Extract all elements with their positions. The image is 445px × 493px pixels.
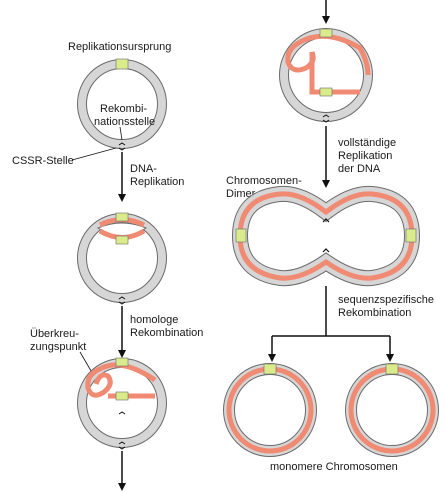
new-strand-loop bbox=[85, 365, 113, 398]
label-replication-origin: Replikationsursprung bbox=[68, 41, 171, 53]
recombination-site-marker-upper bbox=[322, 218, 330, 223]
origin-band-copy bbox=[115, 235, 129, 245]
recombination-site-marker bbox=[118, 142, 126, 151]
origin-band bbox=[385, 363, 399, 375]
initial-chromosome bbox=[77, 58, 167, 151]
dimer-new-strand bbox=[237, 191, 415, 281]
origin-band-left bbox=[235, 228, 247, 243]
origin-band-copy bbox=[115, 391, 129, 401]
label-dna-replication-1: DNA- bbox=[130, 163, 157, 175]
label-recombination-site-2: nationsstelle bbox=[94, 116, 155, 128]
label-crossover-2: zungspunkt bbox=[30, 341, 86, 353]
label-complete-3: der DNA bbox=[338, 163, 381, 175]
origin-band bbox=[115, 58, 129, 70]
label-homologous-1: homologe bbox=[130, 314, 178, 326]
monomer-chromosome-left bbox=[223, 363, 317, 457]
label-dna-replication-2: Replikation bbox=[130, 176, 184, 188]
recombination-site-marker-2 bbox=[118, 441, 126, 450]
label-cssr-site: CSSR-Stelle bbox=[12, 155, 74, 167]
origin-band bbox=[115, 212, 129, 222]
label-complete-1: vollständige bbox=[338, 137, 396, 149]
label-complete-2: Replikation bbox=[338, 150, 392, 162]
recombination-site-marker bbox=[322, 114, 330, 123]
label-dimer-2: Dimer bbox=[226, 188, 256, 200]
recombination-site-marker bbox=[118, 411, 126, 415]
label-crossover-1: Überkreu- bbox=[30, 328, 79, 340]
new-strand-upper-arc bbox=[298, 33, 371, 76]
recombination-site-marker bbox=[118, 296, 126, 305]
origin-band bbox=[319, 28, 333, 38]
label-site-specific-1: sequenzspezifische bbox=[338, 294, 434, 306]
recombination-site-marker-lower bbox=[322, 248, 330, 253]
label-site-specific-2: Rekombination bbox=[338, 307, 411, 319]
origin-band bbox=[115, 357, 129, 367]
label-recombination-site-1: Rekombi- bbox=[100, 103, 147, 115]
crossover-intermediate bbox=[279, 28, 373, 123]
pointer-cssr-site bbox=[71, 147, 117, 161]
label-monomers: monomere Chromosomen bbox=[270, 461, 398, 473]
chromosome-dimer bbox=[231, 185, 421, 287]
replicating-chromosome bbox=[77, 212, 167, 305]
label-homologous-2: Rekombination bbox=[130, 327, 203, 339]
pointer-recombination-site bbox=[119, 126, 123, 141]
crossover-chromosome bbox=[77, 357, 167, 450]
origin-band bbox=[263, 363, 277, 375]
origin-band-copy bbox=[319, 87, 333, 97]
monomer-chromosome-right bbox=[345, 363, 439, 457]
label-dimer-1: Chromosomen- bbox=[226, 175, 302, 187]
origin-band-right bbox=[405, 228, 417, 243]
new-strand-middle bbox=[309, 52, 360, 95]
